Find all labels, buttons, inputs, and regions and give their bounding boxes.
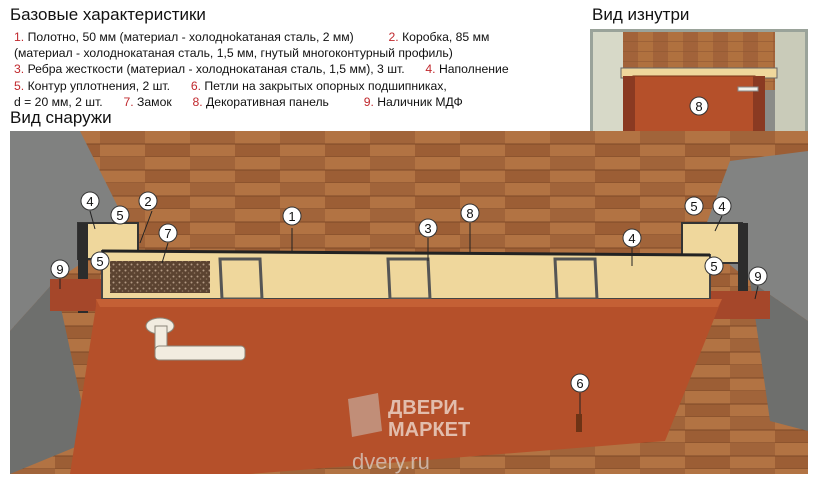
spec-number: 6. (191, 79, 201, 93)
lock-body (110, 261, 210, 293)
inset-callout-8: 8 (695, 99, 702, 114)
inset-handle (738, 87, 758, 91)
svg-text:4: 4 (628, 231, 635, 246)
spec-text: Петли на закрытых опорных подшипниках, (204, 79, 446, 93)
callout-5-right-bottom: 5 (705, 257, 723, 275)
spec-number: 8. (192, 95, 202, 109)
spec-number: 5. (14, 79, 24, 93)
specs-heading: Базовые характеристики (10, 5, 206, 25)
spec-row: d = 20 мм, 2 шт. 7. Замок 8. Декоративна… (14, 94, 574, 110)
spec-text: Замок (137, 95, 172, 109)
spec-row: 3. Ребра жесткости (материал - холоднока… (14, 61, 574, 77)
spec-text: Наполнение (439, 62, 509, 76)
spec-text: Декоративная панель (206, 95, 329, 109)
svg-text:5: 5 (116, 208, 123, 223)
svg-text:9: 9 (56, 262, 63, 277)
svg-text:8: 8 (466, 206, 473, 221)
spec-row: (материал - холоднокатаная сталь, 1,5 мм… (14, 45, 574, 61)
spec-number: 1. (14, 30, 24, 44)
svg-text:3: 3 (424, 221, 431, 236)
spec-text: Наличник МДФ (377, 95, 463, 109)
door-edge (96, 299, 722, 307)
svg-text:4: 4 (86, 194, 93, 209)
spec-row: 5. Контур уплотнения, 2 шт. 6. Петли на … (14, 78, 574, 94)
svg-text:5: 5 (96, 254, 103, 269)
callout-5-left-top: 5 (111, 206, 129, 224)
spec-text: Контур уплотнения, 2 шт. (28, 79, 170, 93)
svg-text:1: 1 (288, 209, 295, 224)
brand-line-2: МАРКЕТ (388, 419, 470, 441)
callout-5-right-top: 5 (685, 197, 703, 215)
spec-text: Коробка, 85 мм (402, 30, 489, 44)
svg-text:5: 5 (690, 199, 697, 214)
hinge (576, 414, 582, 432)
spec-text: d = 20 мм, 2 шт. (14, 95, 103, 109)
spec-number: 3. (14, 62, 24, 76)
svg-text:2: 2 (144, 194, 151, 209)
svg-text:7: 7 (164, 226, 171, 241)
spec-text: Полотно, 50 мм (материал - холодноkатана… (28, 30, 354, 44)
inside-view-heading: Вид изнутри (592, 5, 689, 25)
outside-view-heading: Вид снаружи (10, 108, 112, 128)
spec-number: 2. (389, 30, 399, 44)
outside-view-image: ДВЕРИ- МАРКЕТ dvery.ru 1 2 3 4 4 4 5 5 5… (10, 131, 808, 474)
door-cutaway-drawing: ДВЕРИ- МАРКЕТ dvery.ru 1 2 3 4 4 4 5 5 5… (10, 131, 808, 474)
spec-text: Ребра жесткости (материал - холоднокатан… (28, 62, 405, 76)
spec-row: 1. Полотно, 50 мм (материал - холодноkат… (14, 29, 574, 45)
brand-url: dvery.ru (352, 449, 430, 474)
spec-text: (материал - холоднокатаная сталь, 1,5 мм… (14, 46, 453, 60)
svg-text:6: 6 (576, 376, 583, 391)
spec-number: 4. (425, 62, 435, 76)
svg-text:9: 9 (754, 269, 761, 284)
spec-number: 7. (123, 95, 133, 109)
svg-text:4: 4 (718, 199, 725, 214)
svg-text:5: 5 (710, 259, 717, 274)
spec-number: 9. (364, 95, 374, 109)
spec-list: 1. Полотно, 50 мм (материал - холодноkат… (14, 29, 574, 110)
callout-5-left-bottom: 5 (91, 252, 109, 270)
brand-line-1: ДВЕРИ- (388, 397, 464, 419)
